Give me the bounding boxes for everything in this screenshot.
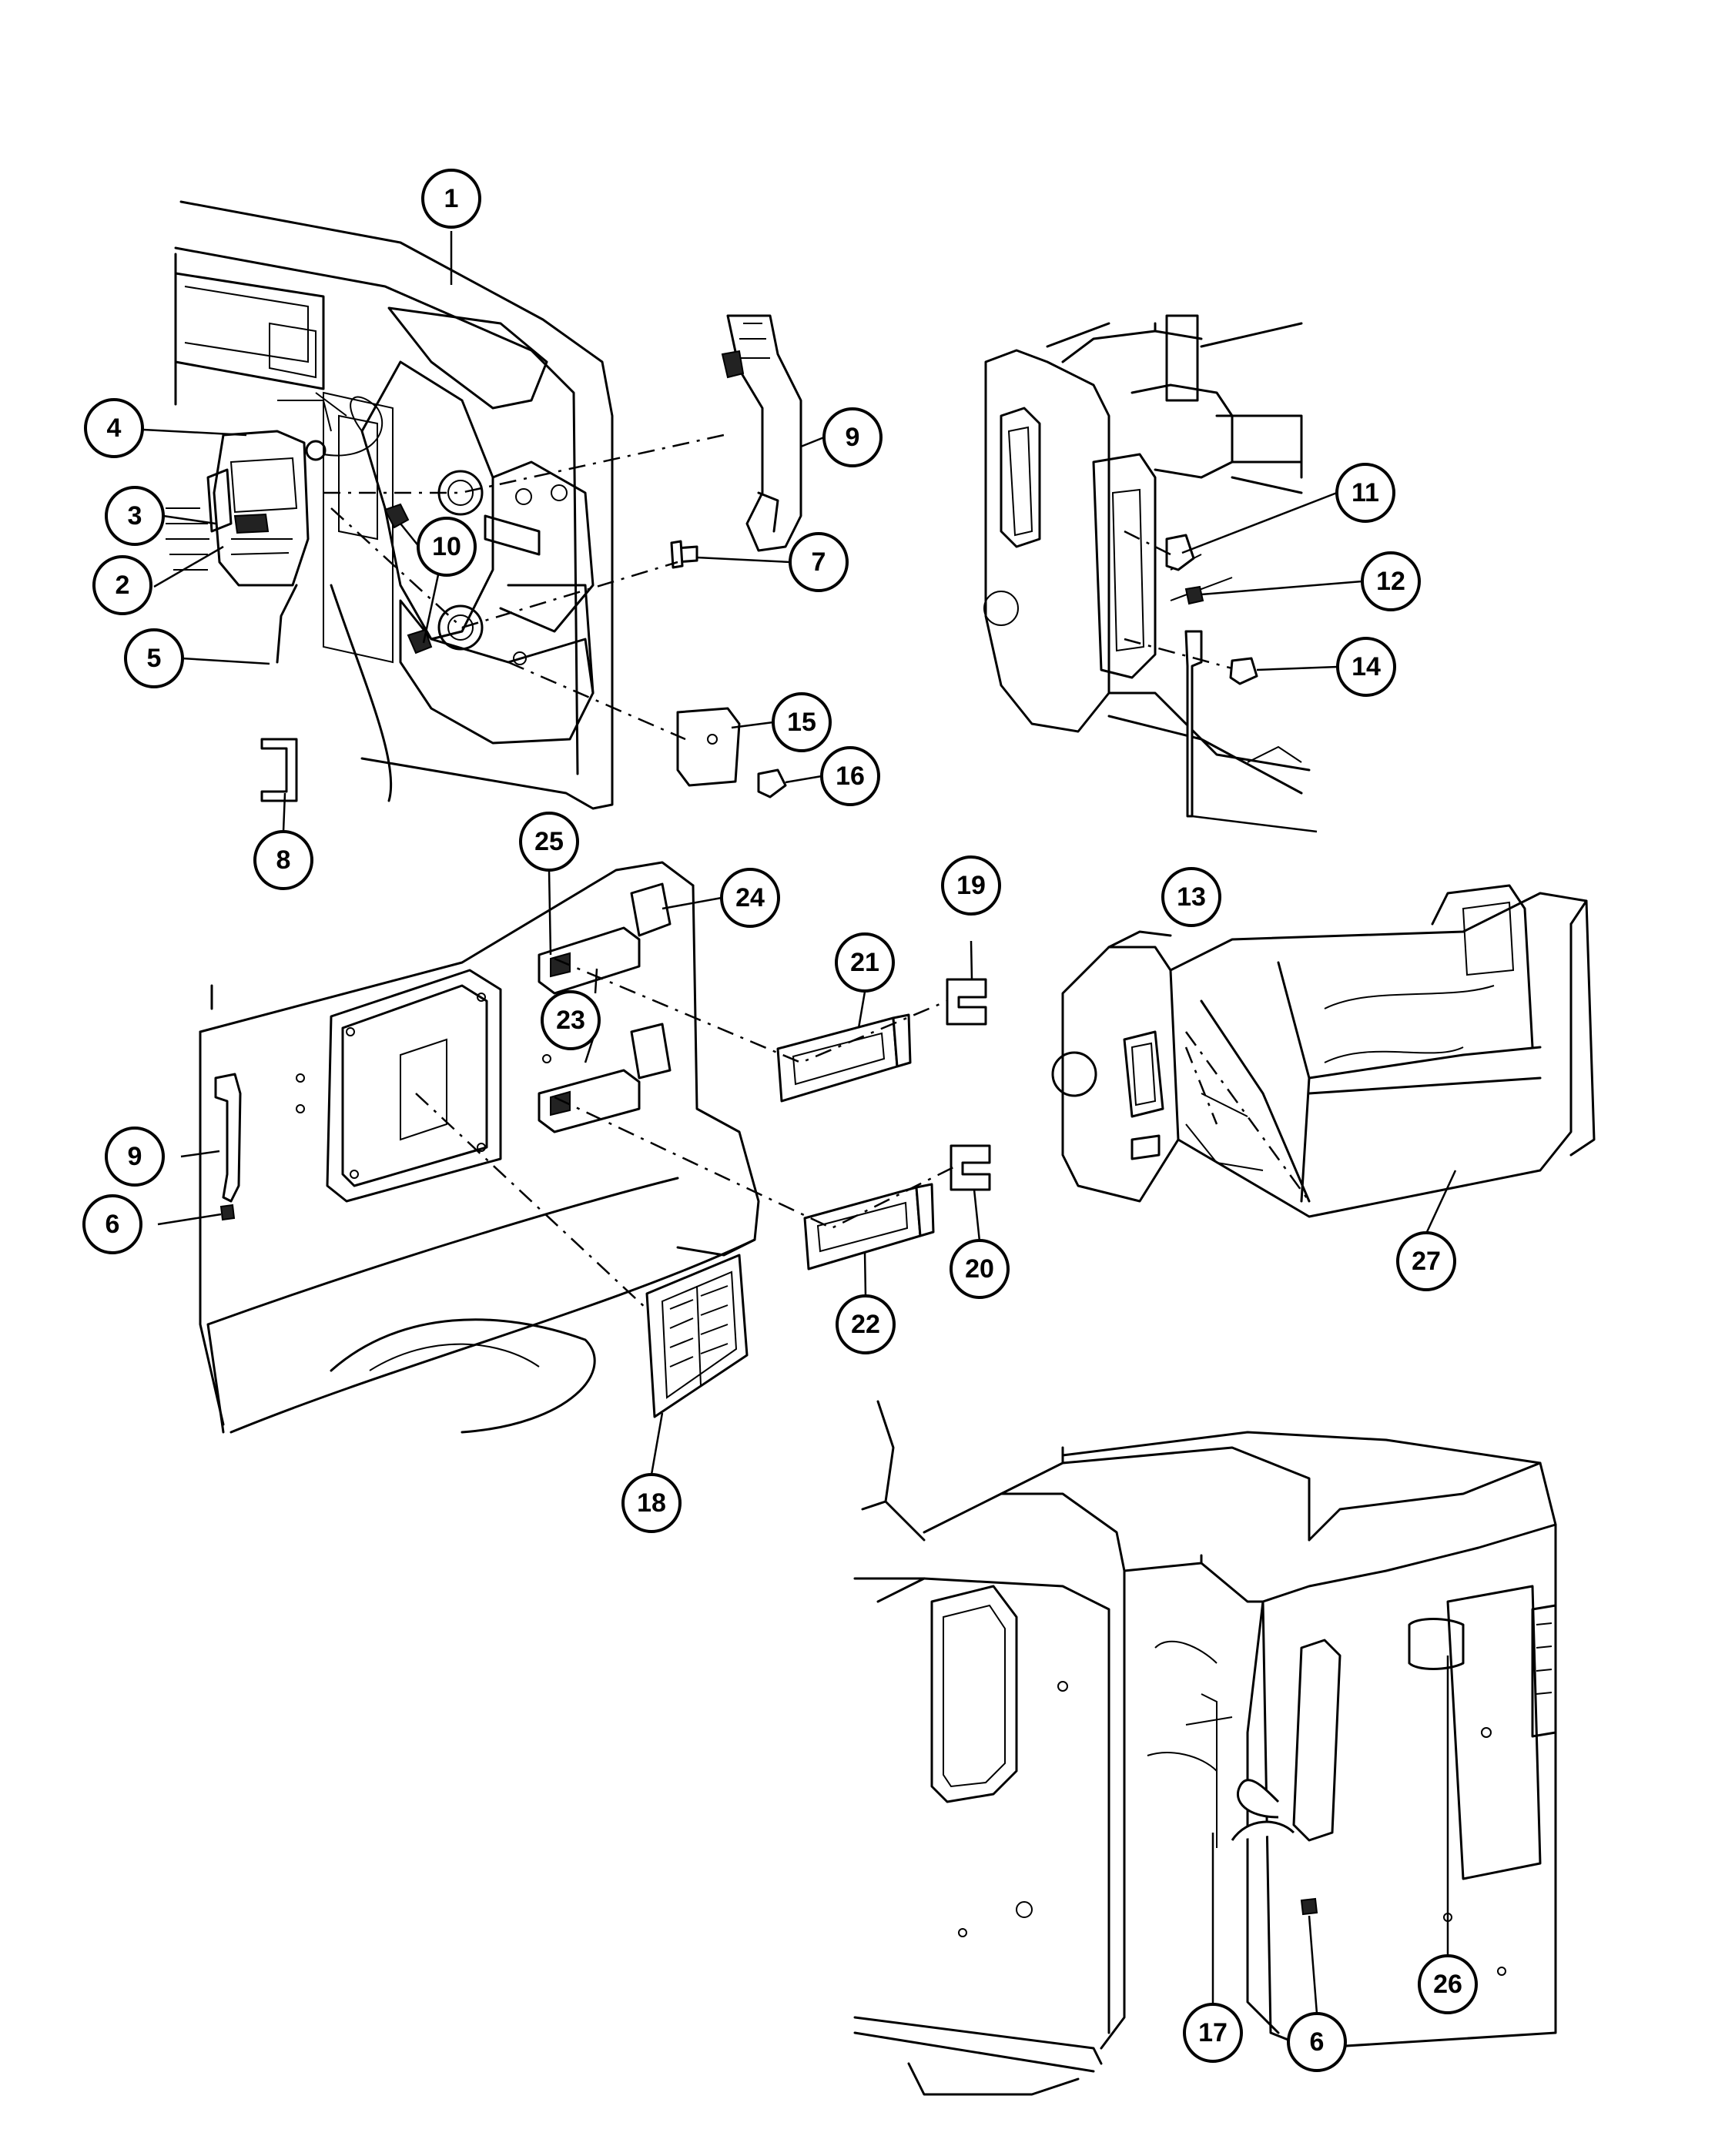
svg-text:9: 9: [846, 423, 860, 452]
cable-loop: [323, 396, 384, 457]
callout-25: 25: [519, 812, 579, 872]
svg-text:21: 21: [850, 948, 879, 977]
svg-text:13: 13: [1177, 882, 1206, 912]
body-corner-view: [983, 314, 1311, 795]
svg-text:7: 7: [812, 547, 826, 577]
svg-text:16: 16: [836, 762, 865, 791]
callout-23: 23: [541, 990, 601, 1050]
svg-text:17: 17: [1198, 2018, 1228, 2047]
callout-3: 3: [105, 486, 165, 546]
callout-22: 22: [836, 1294, 896, 1354]
tailgate-exterior-view: [199, 861, 760, 1434]
handle-lower: [214, 1073, 242, 1203]
svg-text:8: 8: [276, 845, 291, 875]
rod-8: [330, 584, 393, 802]
svg-text:4: 4: [107, 413, 122, 443]
leader-lines: [142, 231, 1457, 2014]
callout-20: 20: [950, 1239, 1010, 1299]
nut-6-left: [219, 1204, 236, 1221]
trim-pieces: [776, 978, 991, 1270]
callout-18: 18: [621, 1473, 682, 1533]
svg-text:3: 3: [128, 501, 142, 531]
callout-6-left: 6: [82, 1194, 142, 1254]
svg-text:6: 6: [1310, 2027, 1325, 2057]
svg-text:10: 10: [432, 532, 461, 561]
svg-text:26: 26: [1433, 1970, 1462, 1999]
latch-assembly: [166, 392, 347, 587]
callout-8: 8: [253, 830, 313, 890]
svg-text:1: 1: [444, 184, 459, 213]
callout-21: 21: [835, 932, 895, 993]
svg-text:6: 6: [106, 1210, 120, 1239]
callout-5: 5: [124, 628, 184, 688]
svg-text:25: 25: [534, 827, 564, 856]
callout-15: 15: [772, 692, 832, 752]
callout-4: 4: [84, 398, 144, 458]
callout-27: 27: [1396, 1231, 1456, 1291]
svg-text:15: 15: [787, 708, 816, 737]
callout-9-top: 9: [822, 407, 883, 467]
svg-text:9: 9: [128, 1142, 142, 1171]
rear-corner-view: [853, 1400, 1557, 2096]
latch-rod: [276, 584, 298, 664]
svg-text:22: 22: [851, 1310, 880, 1339]
svg-text:11: 11: [1352, 478, 1379, 507]
screw-7: [670, 540, 698, 569]
callout-10: 10: [417, 517, 477, 577]
svg-text:27: 27: [1412, 1247, 1441, 1276]
callout-13: 13: [1161, 867, 1221, 927]
svg-text:19: 19: [956, 871, 986, 900]
callout-6-right: 6: [1287, 2012, 1347, 2072]
cargo-tub-view: [1051, 884, 1596, 1218]
bracket-15: [676, 707, 787, 798]
callout-1: 1: [421, 169, 481, 229]
svg-text:23: 23: [556, 1006, 585, 1035]
svg-text:20: 20: [965, 1254, 994, 1284]
vent-grille: [645, 1254, 749, 1418]
tailgate-inner-view: [174, 200, 614, 810]
callout-11: 11: [1335, 463, 1395, 523]
callout-7: 7: [789, 532, 849, 592]
svg-text:24: 24: [735, 883, 765, 912]
callout-24: 24: [720, 868, 780, 928]
callout-14: 14: [1336, 637, 1396, 697]
handle-top: [721, 314, 802, 552]
callout-12: 12: [1361, 551, 1421, 611]
svg-text:5: 5: [147, 644, 162, 673]
svg-text:12: 12: [1376, 567, 1405, 596]
nut-10a: [384, 503, 410, 529]
callout-9-lower: 9: [105, 1127, 165, 1187]
bracket-8: [260, 738, 298, 802]
callout-16: 16: [820, 746, 880, 806]
svg-text:2: 2: [116, 571, 130, 600]
callout-2: 2: [92, 555, 152, 615]
callout-26: 26: [1418, 1954, 1478, 2014]
hinge-parts-right: [1165, 534, 1258, 818]
svg-text:14: 14: [1352, 652, 1381, 681]
svg-text:18: 18: [637, 1488, 666, 1518]
callout-19: 19: [941, 855, 1001, 916]
callout-17: 17: [1183, 2003, 1243, 2063]
